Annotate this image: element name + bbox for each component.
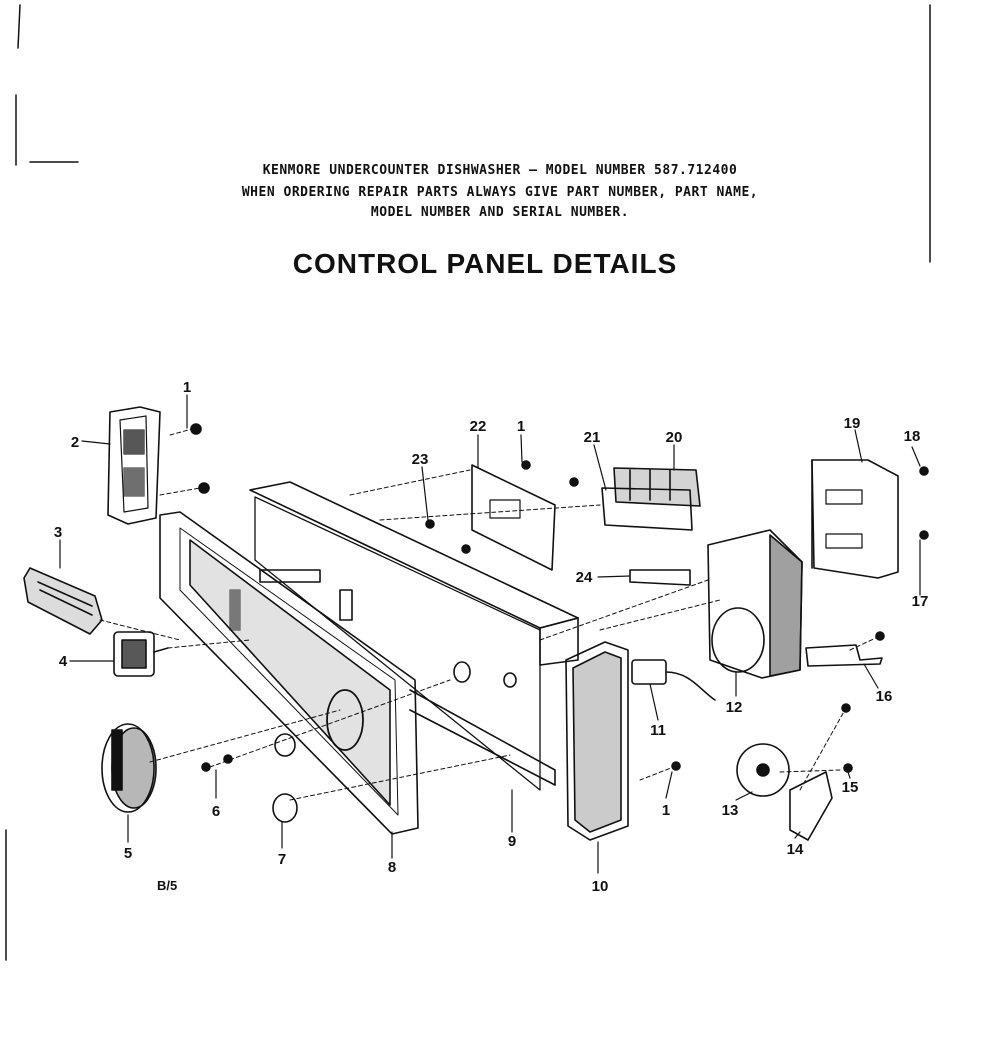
callout-14: 14 (787, 841, 804, 858)
callout-9: 9 (508, 833, 516, 850)
part-11-connector (631, 659, 716, 701)
part-14-mounting-plate (789, 771, 833, 841)
part-8-front-panel (159, 511, 419, 835)
part-4-switch (113, 631, 169, 677)
callout-6: 6 (212, 803, 220, 820)
part-24-clip (629, 569, 691, 586)
callout-5: 5 (124, 845, 132, 862)
callout-1-top-center: 1 (517, 418, 525, 435)
callout-2: 2 (71, 434, 79, 451)
callout-21: 21 (584, 429, 601, 446)
header-line-1: KENMORE UNDERCOUNTER DISHWASHER — MODEL … (262, 163, 738, 178)
callout-15: 15 (842, 779, 859, 796)
callout-4: 4 (59, 653, 68, 670)
part-16-bracket (805, 644, 883, 667)
callout-23: 23 (412, 451, 429, 468)
callout-10: 10 (592, 878, 609, 895)
leader-lines (59, 394, 921, 874)
part-20-relay (613, 467, 701, 507)
part-22-mounting-plate (471, 464, 556, 571)
callout-8: 8 (388, 859, 396, 876)
callout-3: 3 (54, 524, 62, 541)
assembly-lines (99, 428, 881, 801)
part-13-motor (736, 743, 790, 797)
callout-12: 12 (726, 699, 743, 716)
callout-1-bottom-right: 1 (662, 802, 670, 819)
callout-20: 20 (666, 429, 683, 446)
callout-1-top-left: 1 (183, 379, 191, 396)
part-6-screw-set (453, 661, 517, 688)
header-line-3: MODEL NUMBER AND SERIAL NUMBER. (370, 205, 630, 220)
callout-17: 17 (912, 593, 929, 610)
callout-16: 16 (876, 688, 893, 705)
page-reference: B/5 (157, 878, 178, 893)
part-19-cover (811, 459, 899, 579)
part-2-side-bracket (107, 406, 161, 525)
part-5-knob (101, 723, 157, 813)
part-7-plug (272, 733, 298, 823)
callout-numbers: 1 2 3 4 5 6 7 8 9 10 11 12 13 14 15 16 1… (54, 379, 929, 895)
callout-11: 11 (650, 722, 666, 739)
scan-marks (5, 4, 931, 961)
callout-7: 7 (278, 851, 286, 868)
callout-24: 24 (576, 569, 593, 586)
callout-18: 18 (904, 428, 921, 445)
part-3-button-bar (23, 567, 103, 635)
page-title: CONTROL PANEL DETAILS (292, 248, 678, 279)
callout-22: 22 (470, 418, 487, 435)
callout-19: 19 (844, 415, 861, 432)
part-21-terminal-block (601, 487, 693, 531)
part-10-grille (565, 641, 629, 841)
part-9-console-housing (249, 481, 579, 791)
part-12-timer (707, 529, 803, 679)
header-line-2: WHEN ORDERING REPAIR PARTS ALWAYS GIVE P… (241, 185, 759, 200)
callout-13: 13 (722, 802, 739, 819)
